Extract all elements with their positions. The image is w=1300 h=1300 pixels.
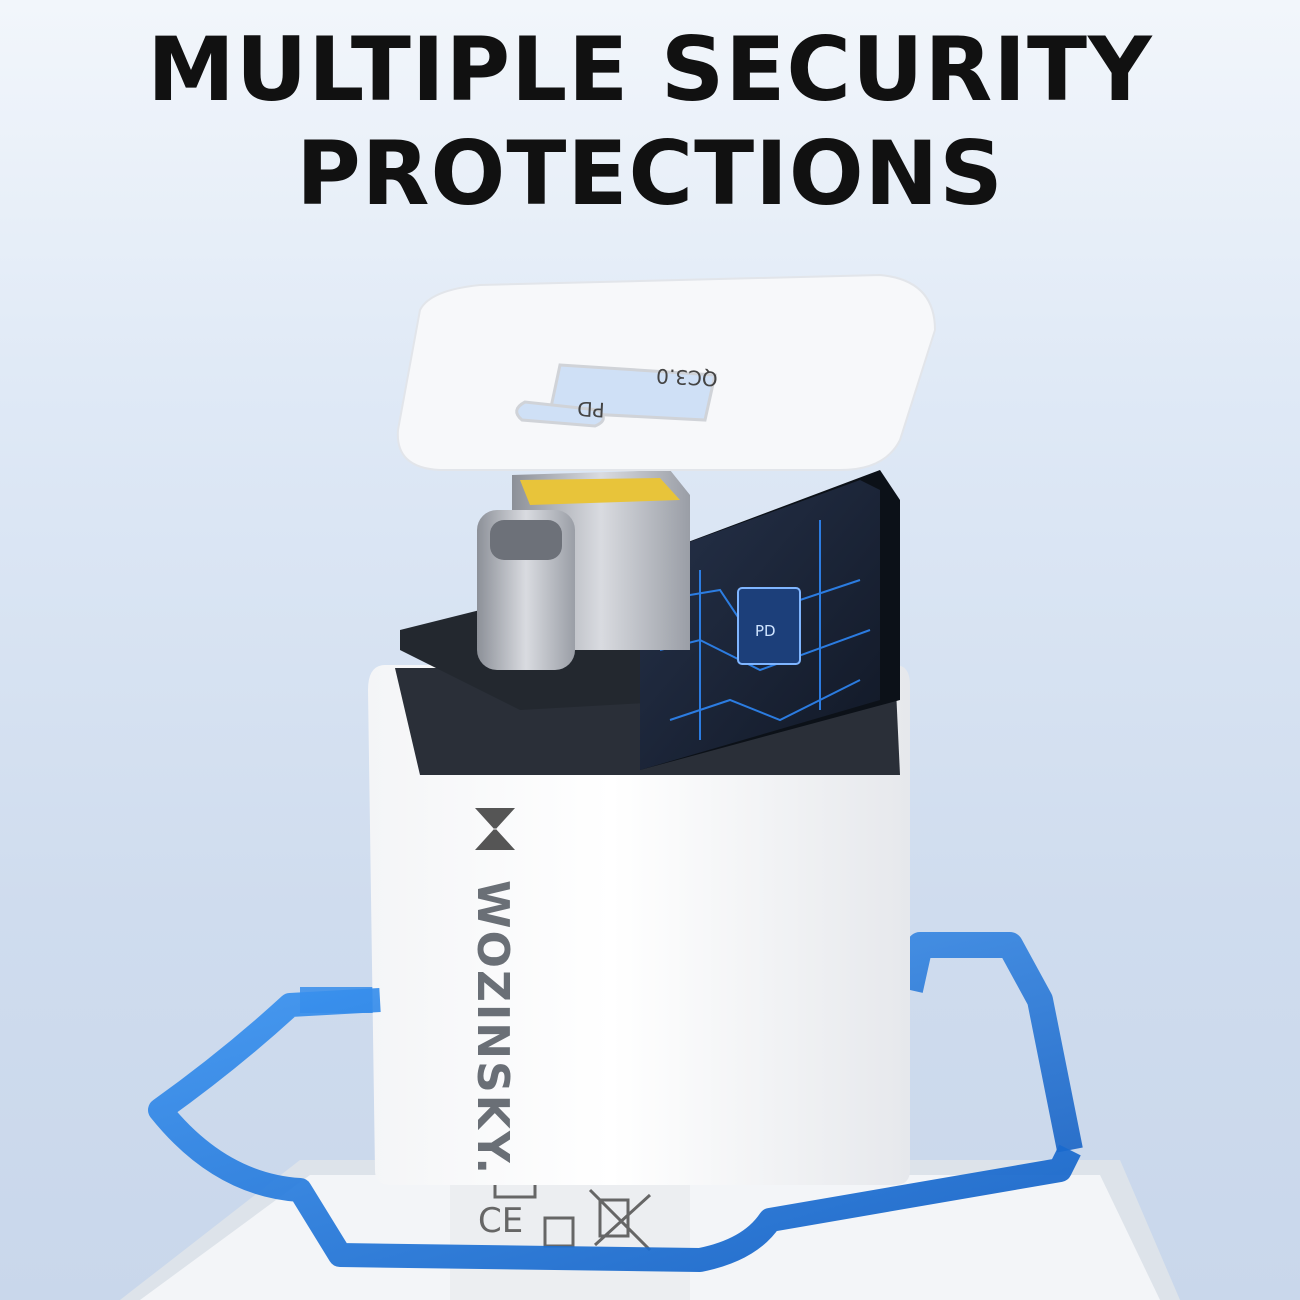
- chip-label: PD: [755, 622, 776, 640]
- headline: MULTIPLE SECURITY PROTECTIONS: [0, 18, 1300, 226]
- pd-chip: [737, 587, 801, 665]
- charger-body: WOZINSKY.: [368, 665, 910, 1185]
- top-cap: QC3.0 PD: [396, 273, 937, 471]
- brand-logo-icon: [475, 808, 515, 850]
- usb-c-slot: [515, 400, 605, 428]
- certification-marks: CE: [478, 1158, 652, 1252]
- weee-bin-icon: [588, 1188, 652, 1252]
- usb-a-slot: [548, 363, 717, 422]
- ce-mark-icon: CE: [478, 1201, 523, 1241]
- usb-a-label: QC3.0: [656, 364, 719, 391]
- circuit-board: PD: [640, 470, 900, 770]
- double-insulation-icon: [543, 1216, 575, 1248]
- brand-name: WOZINSKY.: [467, 880, 518, 1176]
- headline-line-1: MULTIPLE SECURITY: [147, 18, 1153, 121]
- usb-c-label: PD: [577, 397, 606, 422]
- protection-ring-front: [148, 988, 1081, 1272]
- usb-c-port: [477, 510, 575, 670]
- headline-line-2: PROTECTIONS: [296, 122, 1004, 225]
